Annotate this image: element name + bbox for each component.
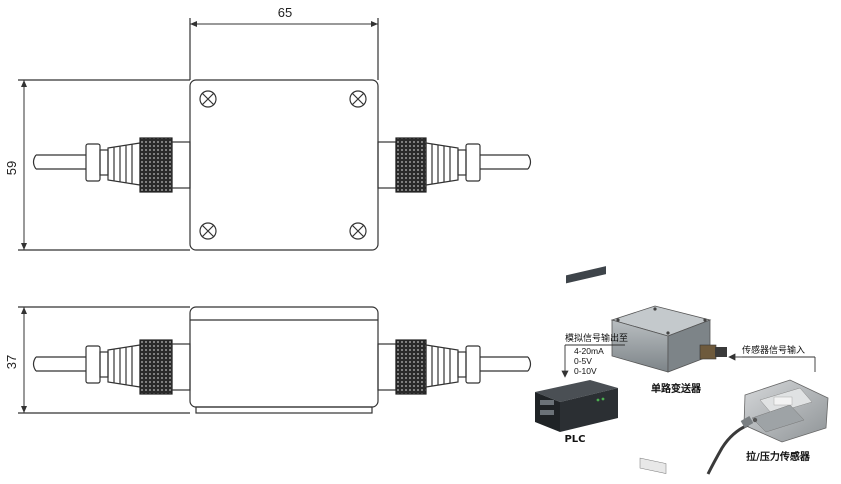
sensor-input-label: 传感器信号输入 xyxy=(742,344,805,356)
side-view-box xyxy=(189,306,379,408)
right-knurl-ring xyxy=(395,137,427,193)
load-cell-sensor xyxy=(706,379,829,475)
top-view xyxy=(18,18,532,251)
transmitter-label: 单路变送器 xyxy=(651,382,702,395)
wiring-panel: 单路变送器 PLC 模拟信号输出至 4-20mA 0-5V 0-10V 传感器信… xyxy=(535,266,829,475)
right-cable-side xyxy=(480,356,532,372)
left-cable-side xyxy=(32,356,86,372)
dim-height-top-label: 59 xyxy=(4,161,19,175)
screw-icon xyxy=(349,90,367,108)
dim-width-label: 65 xyxy=(278,5,292,20)
screw-icon xyxy=(199,90,217,108)
signal-option-3: 0-10V xyxy=(574,366,597,376)
plc-label: PLC xyxy=(564,434,585,445)
sensor-label: 拉/压力传感器 xyxy=(746,450,811,463)
plc-device xyxy=(535,266,618,432)
transmitter-box xyxy=(610,305,727,474)
analog-output-label: 模拟信号输出至 xyxy=(565,332,628,344)
top-view-box xyxy=(189,79,379,251)
signal-option-2: 0-5V xyxy=(574,356,592,366)
side-view xyxy=(18,306,532,414)
dim-height-side-label: 37 xyxy=(4,355,19,369)
right-cable-top xyxy=(480,154,532,170)
left-knurl-ring xyxy=(139,137,173,193)
signal-option-1: 4-20mA xyxy=(574,346,604,356)
screw-icon xyxy=(199,222,217,240)
screw-icon xyxy=(349,222,367,240)
left-cable-top xyxy=(32,154,86,170)
